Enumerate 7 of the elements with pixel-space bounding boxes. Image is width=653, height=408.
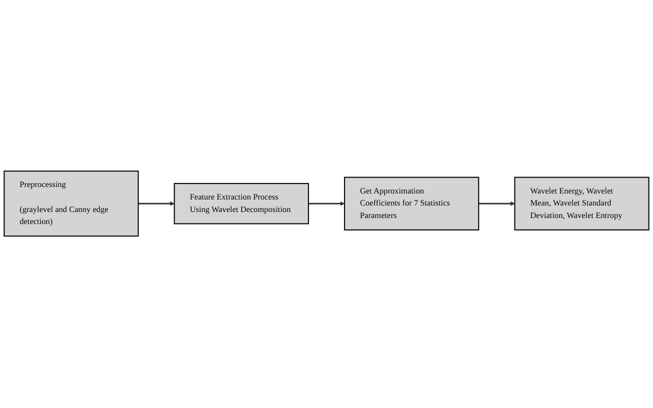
arrow — [478, 202, 515, 206]
node-box: Preprocessing (graylevel and Canny edge detection) — [4, 170, 139, 237]
node-box: Get Approximation Coefficients for 7 Statistics Parameters — [344, 177, 480, 231]
node-box: Feature Extraction Process Using Wavelet Decomposition — [174, 183, 309, 225]
arrow — [308, 202, 345, 206]
arrow — [138, 202, 175, 206]
node-box: Wavelet Energy, Wavelet Mean, Wavelet Standard Deviation, Wavelet Entropy — [514, 177, 650, 231]
